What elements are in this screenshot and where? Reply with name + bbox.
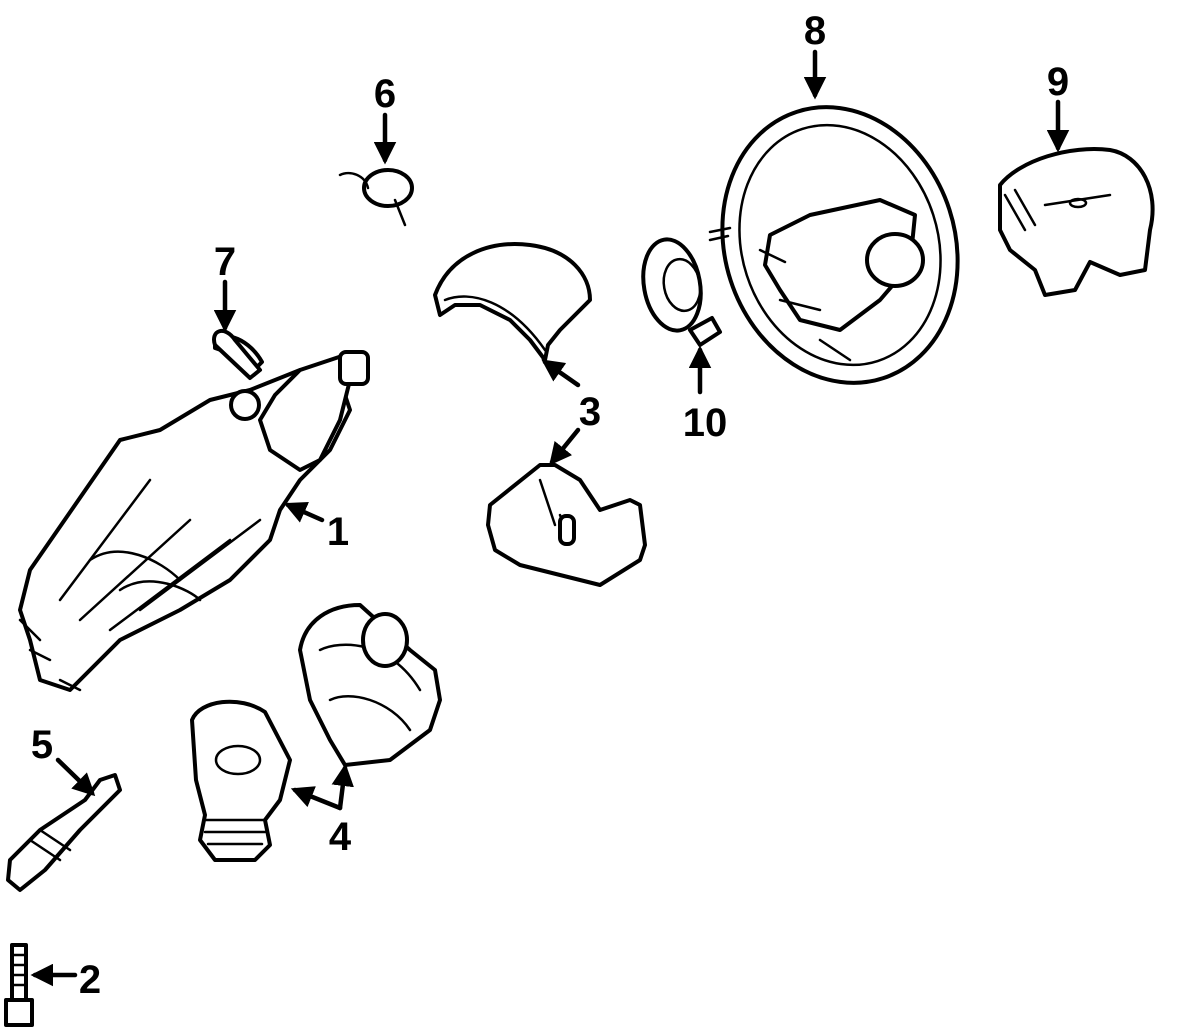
leader-4a	[290, 786, 343, 811]
leader-3b	[549, 427, 581, 466]
callout-5: 5	[31, 723, 53, 767]
leader-1	[283, 501, 325, 523]
callout-10: 10	[683, 401, 728, 445]
callout-6: 6	[374, 72, 396, 116]
leader-4b	[331, 763, 354, 811]
callout-7: 7	[214, 240, 236, 284]
bolt-part	[4, 943, 34, 1027]
leader-lines	[30, 49, 1070, 987]
air-bag-module-part	[998, 147, 1155, 297]
callout-4: 4	[329, 815, 352, 859]
leader-5	[55, 757, 96, 797]
intermediate-shaft-part	[6, 773, 122, 892]
steering-wheel-part	[708, 105, 960, 385]
leader-3a	[541, 359, 581, 388]
clock-spring-part	[641, 237, 722, 347]
callout-2: 2	[79, 958, 101, 1002]
column-boot-left-part	[190, 699, 292, 862]
lower-shroud-part	[486, 463, 647, 587]
column-boot-right-part	[298, 603, 442, 767]
upper-shroud-part	[433, 242, 592, 362]
callout-9: 9	[1047, 60, 1069, 104]
callout-1: 1	[327, 510, 349, 554]
callout-3: 3	[579, 390, 601, 434]
retaining-clip-part	[338, 168, 414, 227]
callout-8: 8	[804, 9, 826, 53]
callout-labels: 1 2 3 4 5 6 7 8 9 10	[31, 9, 1069, 1002]
